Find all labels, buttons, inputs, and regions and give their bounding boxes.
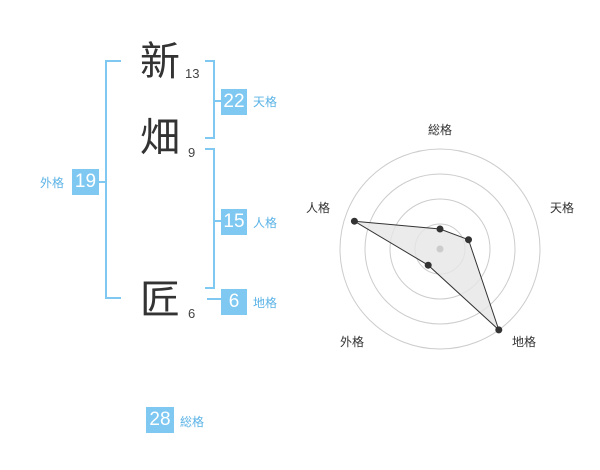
radar-center-dot xyxy=(436,245,444,253)
radar-ring-3 xyxy=(364,173,516,325)
radar-axis-label-tenkaku: 天格 xyxy=(550,200,574,215)
gaikaku-bracket xyxy=(105,60,121,299)
radar-point-1 xyxy=(465,236,472,244)
jinkaku-label: 人格 xyxy=(253,216,278,230)
tenkaku-value: 22 xyxy=(221,89,247,115)
tenkaku-connector xyxy=(215,100,221,102)
jinkaku-value: 15 xyxy=(221,209,247,235)
tenkaku-label: 天格 xyxy=(253,95,278,109)
radar-axis-label-jinkaku: 人格 xyxy=(306,200,330,215)
radar-point-2 xyxy=(495,326,503,334)
jinkaku-connector xyxy=(215,220,221,222)
radar-ring-4 xyxy=(339,148,541,350)
stroke-count-1: 13 xyxy=(185,66,200,81)
name-char-3: 匠 xyxy=(140,277,180,323)
radar-axis-label-chikaku: 地格 xyxy=(512,334,536,349)
stroke-count-2: 9 xyxy=(188,145,196,160)
gaikaku-connector xyxy=(99,181,106,183)
chikaku-value: 6 xyxy=(221,289,247,315)
soukaku-label: 総格 xyxy=(180,415,205,429)
gaikaku-value: 19 xyxy=(72,169,99,195)
radar-point-3 xyxy=(424,261,432,269)
tenkaku-bracket xyxy=(205,60,215,139)
jinkaku-bracket xyxy=(205,148,215,289)
chikaku-connector xyxy=(207,298,221,300)
radar-point-0 xyxy=(436,225,444,233)
stroke-count-3: 6 xyxy=(188,306,196,321)
name-char-2: 畑 xyxy=(140,115,180,161)
radar-ring-2 xyxy=(389,198,491,300)
radar-axis-label-gaikaku: 外格 xyxy=(340,334,364,349)
gaikaku-label: 外格 xyxy=(40,176,65,190)
radar-axis-label-soukaku: 総格 xyxy=(428,122,452,137)
soukaku-value: 28 xyxy=(146,407,174,433)
name-char-1: 新 xyxy=(140,39,180,85)
radar-point-4 xyxy=(350,217,358,225)
chikaku-label: 地格 xyxy=(253,296,278,310)
radar-data-polygon xyxy=(354,220,500,331)
